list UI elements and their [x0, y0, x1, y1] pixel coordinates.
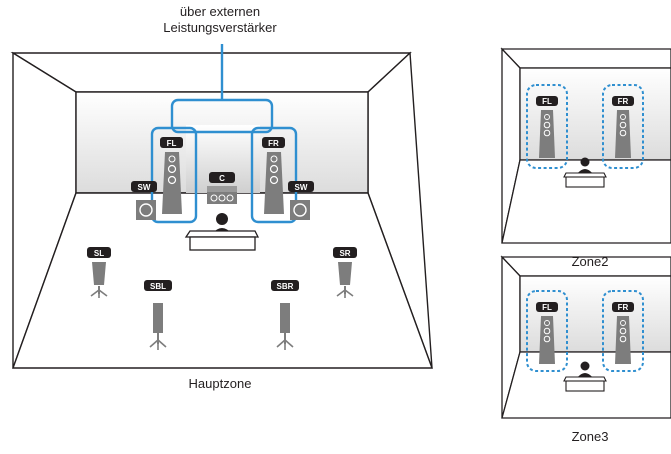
zone2-label-fr: FR — [618, 97, 629, 106]
zone2-front-right-group: FR — [602, 84, 644, 169]
surround-right-speaker: SR — [333, 247, 357, 298]
speaker-label-sw-left: SW — [138, 183, 151, 192]
zone3-front-left-group: FL — [526, 290, 568, 372]
speaker-label-fl: FL — [167, 139, 177, 148]
zone3-front-right-group: FR — [602, 290, 644, 372]
speaker-label-sl: SL — [94, 249, 104, 258]
front-right-speaker: FR — [262, 137, 285, 214]
external-amp-caption-line2: Leistungsverstärker — [163, 20, 277, 35]
zone2-caption: Zone2 — [571, 254, 609, 269]
zone3-label-fl: FL — [542, 303, 552, 312]
main-zone-caption: Hauptzone — [188, 376, 252, 391]
speaker-label-sbl: SBL — [150, 282, 166, 291]
speaker-label-fr: FR — [268, 139, 279, 148]
main-zone-room — [10, 51, 434, 369]
speaker-label-c: C — [219, 174, 225, 183]
center-speaker: C — [207, 172, 237, 204]
listener-sofa — [184, 213, 260, 251]
zone3-caption: Zone3 — [571, 429, 609, 444]
subwoofer-right: SW — [288, 181, 314, 220]
zone2-listener-sofa — [563, 157, 607, 188]
zone2-label-fl: FL — [542, 97, 552, 106]
external-amp-connection — [150, 44, 298, 224]
speaker-label-sw-right: SW — [295, 183, 308, 192]
subwoofer-left: SW — [131, 181, 157, 220]
surround-back-right-speaker: SBR — [271, 280, 299, 350]
zone3-listener-sofa — [563, 361, 607, 392]
surround-left-speaker: SL — [87, 247, 111, 298]
surround-back-left-speaker: SBL — [144, 280, 172, 350]
zone3-label-fr: FR — [618, 303, 629, 312]
speaker-label-sbr: SBR — [277, 282, 294, 291]
front-left-speaker: FL — [160, 137, 183, 214]
speaker-label-sr: SR — [339, 249, 350, 258]
zone2-room — [500, 47, 671, 244]
zone2-front-left-group: FL — [526, 84, 568, 169]
external-amp-caption-line1: über externen — [179, 4, 261, 19]
